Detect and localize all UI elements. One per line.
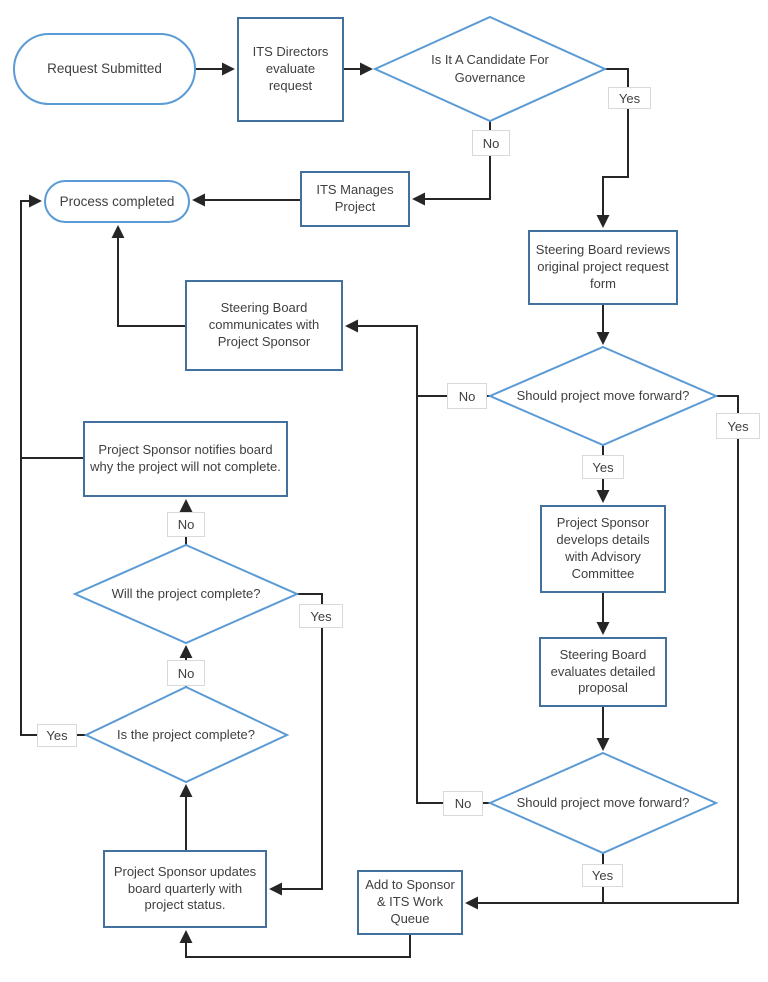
node-sponsor-notifies-board: Project Sponsor notifies board why the p… — [83, 421, 288, 497]
node-its-directors-evaluate: ITS Directors evaluate request — [237, 17, 344, 122]
connector-communicates-to-completed — [111, 225, 185, 327]
edge-label-is-yes: Yes — [37, 724, 77, 747]
edge-label-will-no: No — [167, 512, 205, 537]
edge-label-should1-no: No — [447, 383, 487, 409]
should-move-forward-2-shape — [487, 751, 719, 855]
edge-label-should1-yes-right: Yes — [716, 413, 760, 439]
node-process-completed: Process completed — [44, 180, 190, 223]
edge-label-candidate-no: No — [472, 130, 510, 156]
should-move-forward-1-shape — [487, 345, 719, 447]
node-sponsor-updates-quarterly: Project Sponsor updates board quarterly … — [103, 850, 267, 928]
edge-label-should2-no: No — [443, 791, 483, 816]
node-add-to-work-queue: Add to Sponsor & ITS Work Queue — [357, 870, 463, 935]
edge-label-is-no: No — [167, 660, 205, 686]
decision-should-move-forward-1: Should project move forward? — [516, 388, 690, 404]
is-project-complete-shape — [83, 685, 290, 784]
edge-label-should2-yes: Yes — [582, 864, 623, 887]
decision-will-project-complete: Will the project complete? — [111, 586, 261, 602]
node-steering-board-evaluates: Steering Board evaluates detailed propos… — [539, 637, 667, 707]
connector-iscomplete-yes-to-completed — [20, 194, 86, 736]
edge-label-should1-yes-down: Yes — [582, 455, 624, 479]
connector-queue-to-updates — [179, 930, 411, 958]
node-sponsor-develops-details: Project Sponsor develops details with Ad… — [540, 505, 666, 593]
node-steering-board-reviews: Steering Board reviews original project … — [528, 230, 678, 305]
edge-label-will-yes: Yes — [299, 604, 343, 628]
candidate-decision-shape — [372, 15, 608, 123]
decision-is-project-complete: Is the project complete? — [116, 727, 256, 743]
connector-willcomplete-yes-to-updates — [269, 593, 323, 896]
connector-candidate-yes-to-reviews — [596, 68, 629, 228]
node-steering-board-communicates: Steering Board communicates with Project… — [185, 280, 343, 371]
decision-should-move-forward-2: Should project move forward? — [516, 795, 690, 811]
decision-candidate-for-governance: Is It A Candidate For Governance — [431, 52, 549, 85]
edge-label-candidate-yes: Yes — [608, 87, 651, 109]
will-project-complete-shape — [72, 543, 300, 645]
node-its-manages-project: ITS Manages Project — [300, 171, 410, 227]
node-request-submitted: Request Submitted — [13, 33, 196, 105]
